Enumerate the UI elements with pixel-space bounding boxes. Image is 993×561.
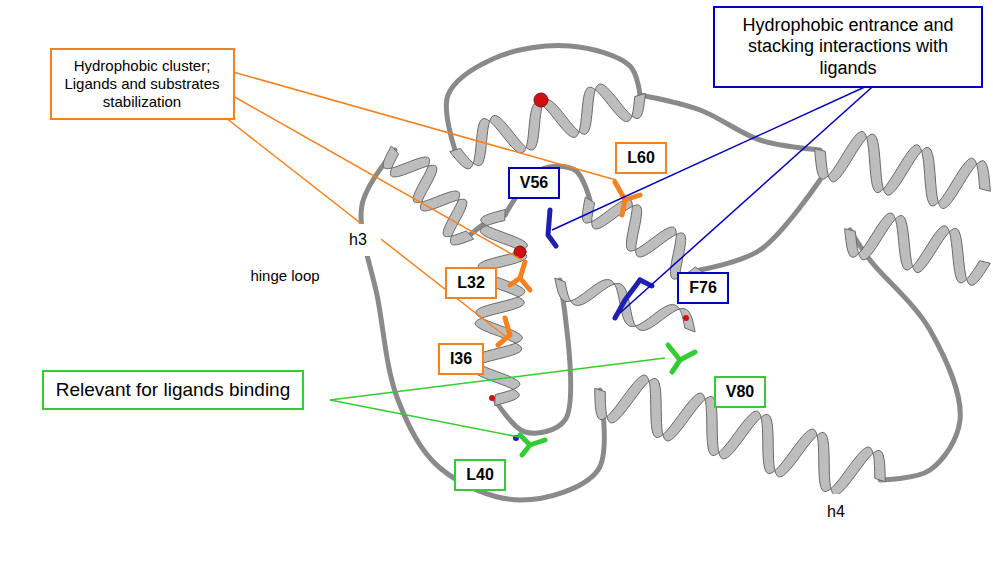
oxygen-sphere: [489, 395, 495, 401]
residue-name: L32: [457, 273, 485, 292]
residue-stick: [622, 200, 625, 215]
residue-label: F76: [677, 272, 729, 303]
residue-name: L40: [466, 465, 494, 484]
callout-text: Hydrophobic cluster; Ligands and substra…: [60, 57, 225, 111]
residue-label: V56: [508, 167, 560, 198]
alpha-helix: [845, 213, 991, 285]
alpha-helix: [595, 375, 885, 495]
leader-line: [226, 118, 505, 336]
residue-label: L60: [615, 142, 667, 173]
alpha-helix: [815, 131, 991, 208]
residue-stick: [672, 360, 680, 372]
loop-coil: [361, 150, 604, 500]
region-label: hinge loop: [248, 266, 321, 286]
residue-label: V80: [714, 376, 766, 407]
helix-label: h4: [811, 494, 861, 529]
callout-text: Hydrophobic entrance and stacking intera…: [723, 15, 973, 80]
residue-stick: [522, 445, 530, 455]
alpha-helix: [383, 146, 473, 245]
loop-coil: [505, 166, 590, 215]
residue-name: L60: [627, 148, 655, 167]
residue-name: F76: [689, 278, 717, 297]
oxygen-sphere: [683, 315, 689, 321]
residue-stick: [510, 278, 520, 285]
callout-box: Relevant for ligands binding: [42, 370, 305, 411]
residue-name: V80: [726, 382, 754, 401]
residue-label: I36: [438, 343, 484, 374]
residue-stick: [668, 345, 695, 360]
leader-line: [330, 358, 665, 400]
callout-text: Relevant for ligands binding: [56, 379, 291, 402]
leader-line: [620, 80, 880, 313]
residue-stick: [520, 435, 545, 445]
residue-name: V56: [520, 173, 548, 192]
callout-box: Hydrophobic entrance and stacking intera…: [713, 6, 983, 89]
leader-line: [226, 92, 522, 260]
residue-label: L40: [454, 459, 506, 490]
protein-ribbon: [361, 46, 990, 500]
alpha-helix: [555, 278, 695, 332]
callout-box: Hydrophobic cluster; Ligands and substra…: [50, 48, 235, 120]
helix-label: h3: [335, 224, 381, 255]
oxygen-sphere: [534, 93, 548, 107]
residue-label: L32: [445, 267, 497, 298]
leader-line: [552, 80, 880, 230]
loop-coil: [640, 95, 820, 150]
residue-name: I36: [450, 349, 472, 368]
leader-line: [330, 400, 524, 438]
